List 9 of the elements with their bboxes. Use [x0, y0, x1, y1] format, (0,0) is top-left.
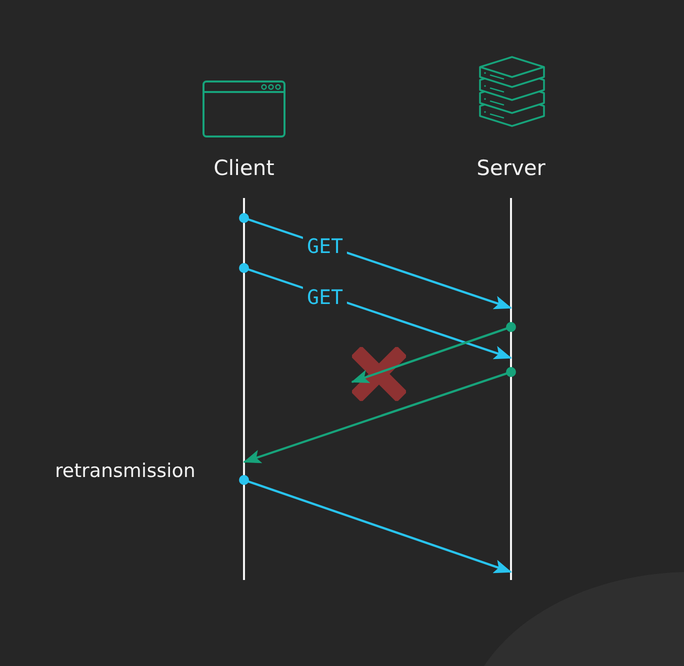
message-arrow — [351, 322, 516, 384]
message-arrow — [243, 367, 516, 464]
lifeline — [243, 198, 245, 580]
lifeline — [510, 198, 512, 580]
message-arrow — [239, 475, 512, 574]
actor-label: Server — [476, 156, 546, 180]
cross-mark — [352, 347, 406, 401]
actor-label: Client — [214, 156, 274, 180]
note-label: retransmission — [55, 460, 196, 482]
